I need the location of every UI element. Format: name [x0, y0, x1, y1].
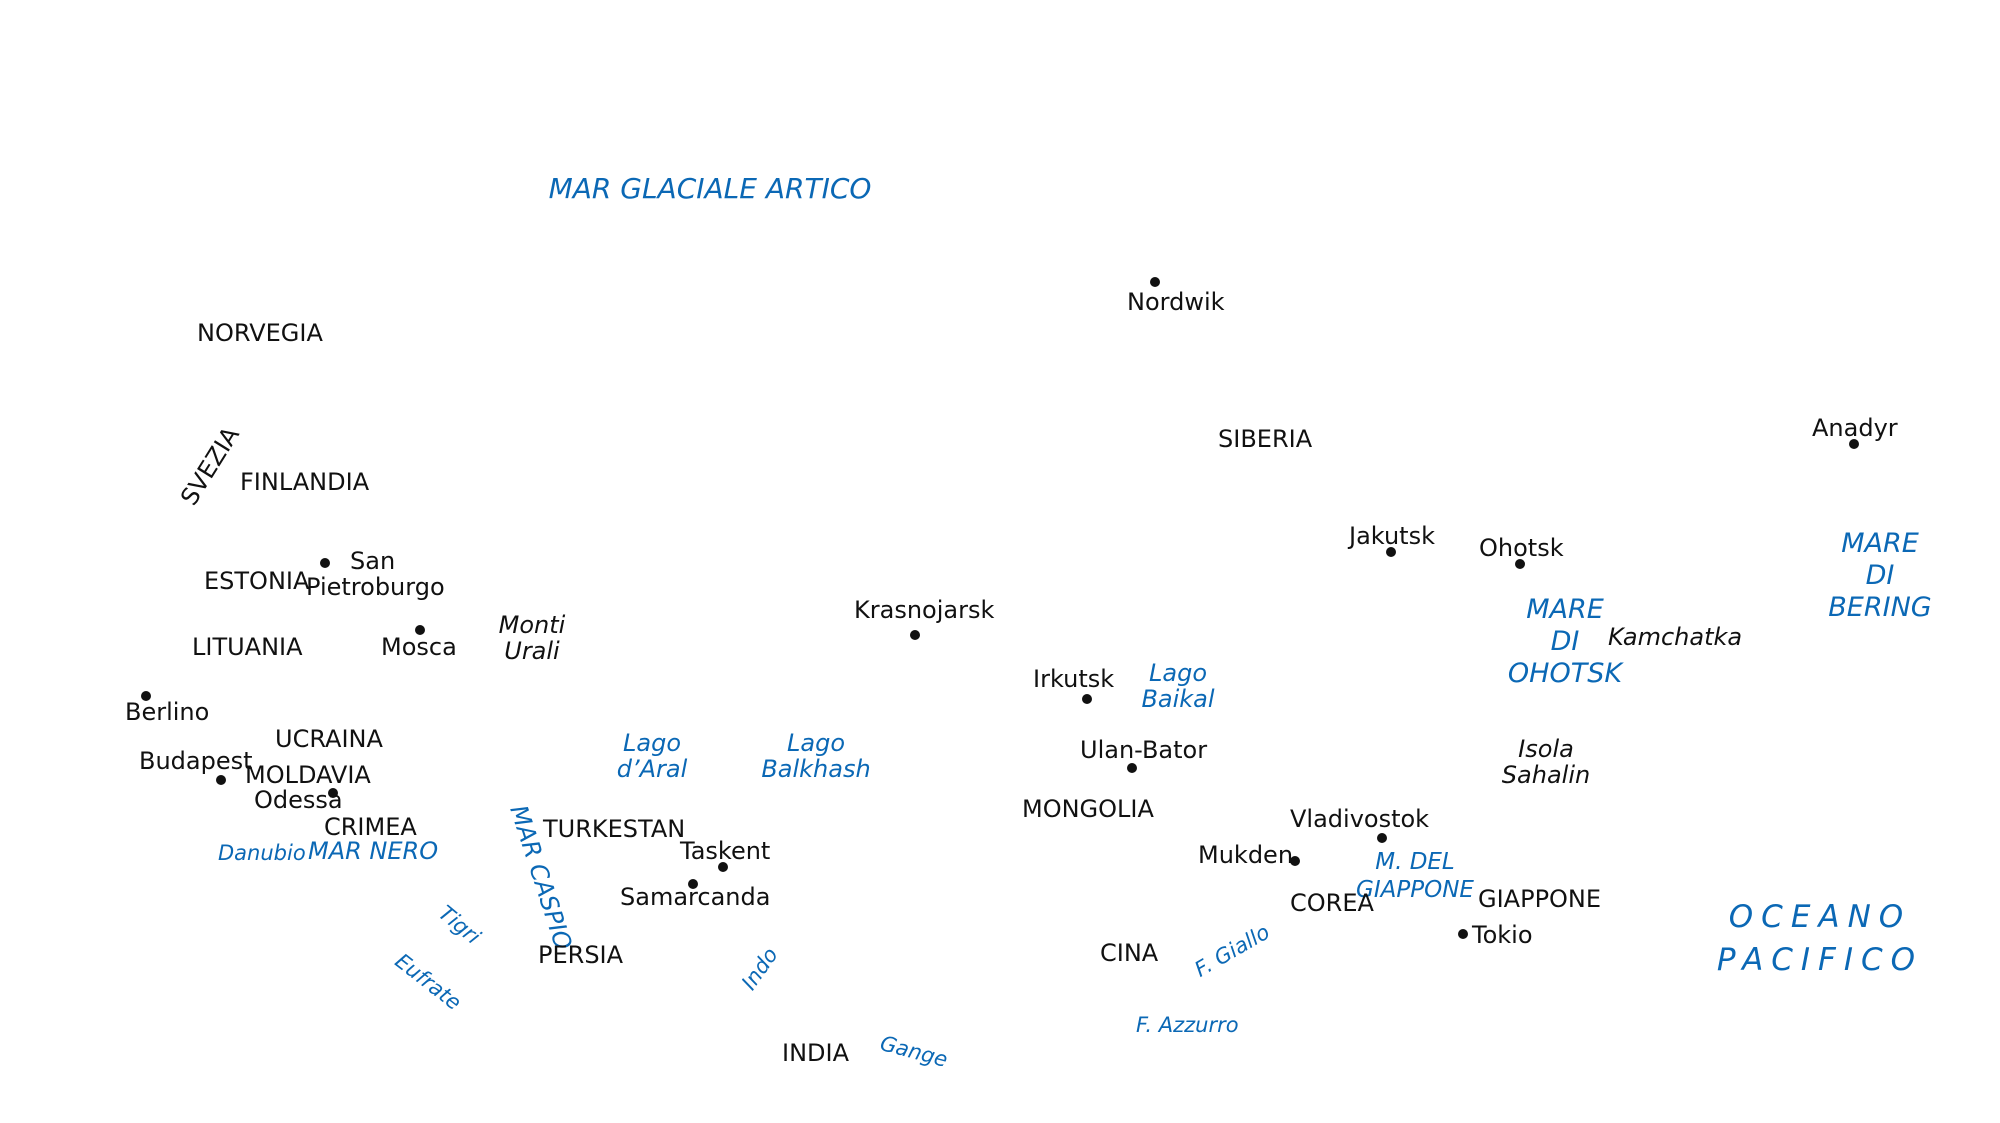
ural-mountains-label: Monti Urali	[499, 612, 566, 664]
region-lithuania: LITUANIA	[192, 633, 303, 661]
ural-mountains-line1: Monti	[498, 611, 566, 639]
city-odessa: Odessa	[254, 786, 343, 814]
region-siberia: SIBERIA	[1218, 425, 1313, 453]
city-dot-icon	[320, 558, 330, 568]
ganges-river-label: Gange	[877, 1030, 951, 1072]
city-dot-icon	[1127, 763, 1137, 773]
kamchatka-label: Kamchatka	[1608, 623, 1743, 651]
pacific-ocean-label: OCEANO PACIFICO	[1717, 896, 1923, 982]
tigris-river-label: Tigri	[433, 900, 485, 950]
city-dot-icon	[1150, 277, 1160, 287]
city-dot-icon	[1458, 929, 1468, 939]
city-mukden: Mukden	[1198, 841, 1294, 869]
pacific-ocean-label-line1: OCEANO	[1728, 899, 1912, 935]
arctic-ocean-label: MAR GLACIALE ARTICO	[548, 172, 872, 205]
lake-aral-label: Lago d’Aral	[617, 730, 688, 782]
city-dot-icon	[1290, 856, 1300, 866]
city-budapest: Budapest	[139, 747, 253, 775]
danube-river-label: Danubio	[218, 841, 306, 865]
black-sea-label: MAR NERO	[308, 837, 439, 865]
sea-of-okhotsk-line2: DI	[1550, 626, 1580, 657]
region-moldavia: MOLDAVIA	[245, 761, 371, 789]
city-irkutsk: Irkutsk	[1033, 665, 1115, 693]
city-dot-icon	[1849, 439, 1859, 449]
bering-sea-line3: BERING	[1828, 592, 1932, 623]
city-tokyo: Tokio	[1472, 921, 1533, 949]
lake-balkhash-line2: Balkhash	[761, 755, 871, 783]
sakhalin-island-label: Isola Sahalin	[1502, 736, 1590, 788]
lake-aral-line2: d’Aral	[616, 755, 688, 783]
city-dot-icon	[415, 625, 425, 635]
region-crimea: CRIMEA	[324, 813, 417, 841]
bering-sea-line2: DI	[1865, 560, 1895, 591]
bering-sea-label: MARE DI BERING	[1828, 528, 1931, 624]
region-finland: FINLANDIA	[240, 468, 370, 496]
sakhalin-island-line1: Isola	[1518, 735, 1574, 763]
region-norway: NORVEGIA	[197, 319, 323, 347]
city-vladivostok: Vladivostok	[1290, 805, 1430, 833]
region-estonia: ESTONIA	[204, 567, 310, 595]
city-moscow: Mosca	[381, 633, 457, 661]
yangtze-river-label: F. Azzurro	[1136, 1013, 1239, 1037]
city-dot-icon	[1386, 547, 1396, 557]
lake-baikal-label: Lago Baikal	[1141, 660, 1214, 712]
city-jakutsk: Jakutsk	[1349, 522, 1435, 550]
sea-of-japan-label: M. DEL GIAPPONE	[1356, 848, 1474, 904]
city-anadyr: Anadyr	[1812, 414, 1898, 442]
city-st-petersburg-line1: San	[350, 547, 396, 575]
sea-of-okhotsk-line1: MARE	[1526, 594, 1604, 625]
city-dot-icon	[718, 862, 728, 872]
city-dot-icon	[910, 630, 920, 640]
region-india: INDIA	[782, 1039, 850, 1067]
city-ohotsk: Ohotsk	[1479, 534, 1564, 562]
region-sweden: SVEZIA	[175, 421, 245, 511]
region-korea: COREA	[1290, 889, 1374, 917]
lake-balkhash-label: Lago Balkhash	[761, 730, 870, 782]
city-tashkent: Taskent	[680, 837, 771, 865]
city-nordwik: Nordwik	[1127, 288, 1225, 316]
city-st-petersburg: San Pietroburgo	[306, 548, 445, 600]
city-dot-icon	[216, 775, 226, 785]
region-china: CINA	[1100, 939, 1159, 967]
indus-river-label: Indo	[736, 943, 783, 995]
sea-of-japan-line2: GIAPPONE	[1356, 877, 1474, 903]
yellow-river-label: F. Giallo	[1190, 919, 1274, 982]
lake-balkhash-line1: Lago	[787, 729, 845, 757]
city-dot-icon	[1515, 559, 1525, 569]
region-ukraine: UCRAINA	[275, 725, 383, 753]
lake-aral-line1: Lago	[623, 729, 681, 757]
city-ulan-bator: Ulan-Bator	[1080, 736, 1208, 764]
city-dot-icon	[1082, 694, 1092, 704]
region-mongolia: MONGOLIA	[1022, 795, 1154, 823]
region-turkestan: TURKESTAN	[543, 815, 686, 843]
bering-sea-line1: MARE	[1841, 528, 1919, 559]
city-st-petersburg-line2: Pietroburgo	[306, 573, 445, 601]
city-krasnojarsk: Krasnojarsk	[854, 596, 995, 624]
city-dot-icon	[1377, 833, 1387, 843]
sea-of-japan-line1: M. DEL	[1375, 849, 1455, 875]
sea-of-okhotsk-label: MARE DI OHOTSK	[1508, 594, 1622, 690]
euphrates-river-label: Eufrate	[390, 948, 466, 1015]
lake-baikal-line1: Lago	[1149, 659, 1207, 687]
lake-baikal-line2: Baikal	[1141, 685, 1215, 713]
region-japan: GIAPPONE	[1478, 885, 1602, 913]
region-persia: PERSIA	[538, 941, 624, 969]
sea-of-okhotsk-line3: OHOTSK	[1507, 658, 1623, 689]
city-dot-icon	[688, 879, 698, 889]
sakhalin-island-line2: Sahalin	[1501, 761, 1591, 789]
city-dot-icon	[141, 691, 151, 701]
city-berlin: Berlino	[125, 698, 210, 726]
city-dot-icon	[328, 788, 338, 798]
pacific-ocean-label-line2: PACIFICO	[1716, 942, 1924, 978]
city-samarkand: Samarcanda	[620, 883, 771, 911]
ural-mountains-line2: Urali	[504, 637, 560, 665]
